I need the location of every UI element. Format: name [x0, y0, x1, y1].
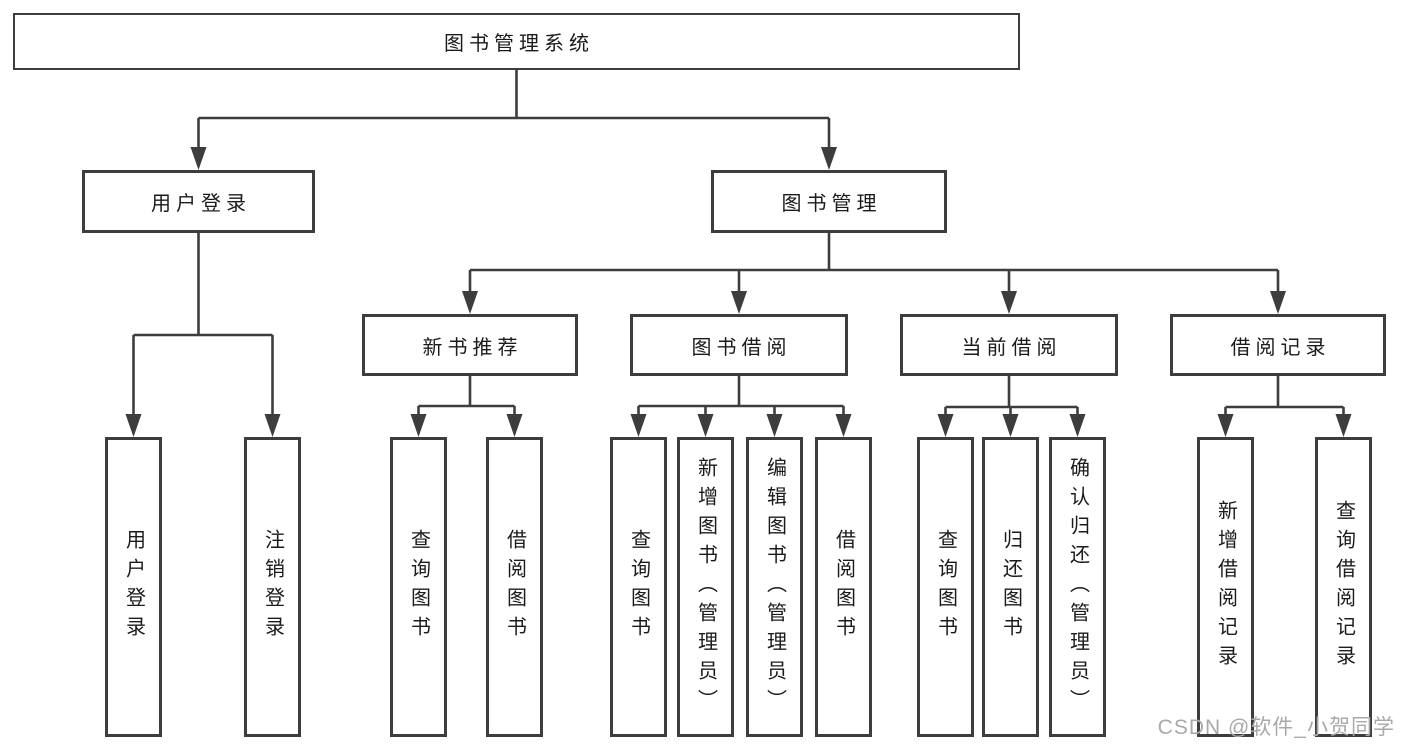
leaf-logout: 注销登录 — [244, 437, 301, 737]
node-label: 当前借阅 — [961, 336, 1062, 359]
leaf-query-books-current: 查询图书 — [917, 437, 974, 737]
csdn-watermark: CSDN @软件_小贺同学 — [1157, 716, 1395, 739]
leaf-label: 借阅图书 — [832, 529, 855, 645]
leaf-user-login: 用户登录 — [105, 437, 162, 737]
leaf-query-borrow-record: 查询借阅记录 — [1315, 437, 1372, 737]
leaf-label: 新增借阅记录 — [1214, 500, 1237, 674]
leaf-label: 新增图书（管理员） — [694, 456, 717, 718]
node-book-management-branch: 图书管理 — [711, 170, 947, 233]
node-label: 新书推荐 — [422, 336, 523, 359]
leaf-add-books-admin: 新增图书（管理员） — [677, 437, 734, 737]
leaf-confirm-return-admin: 确认归还（管理员） — [1049, 437, 1106, 737]
node-current-borrowing: 当前借阅 — [900, 314, 1118, 376]
node-label: 借阅记录 — [1230, 336, 1331, 359]
leaf-label: 归还图书 — [999, 529, 1022, 645]
leaf-label: 查询借阅记录 — [1332, 500, 1355, 674]
leaf-label: 注销登录 — [261, 529, 284, 645]
node-new-book-recommendation: 新书推荐 — [362, 314, 578, 376]
leaf-edit-books-admin: 编辑图书（管理员） — [746, 437, 803, 737]
leaf-query-books-recommend: 查询图书 — [390, 437, 447, 737]
node-book-borrowing: 图书借阅 — [630, 314, 848, 376]
node-library-management-system: 图书管理系统 — [13, 13, 1020, 70]
leaf-label: 查询图书 — [934, 529, 957, 645]
leaf-label: 编辑图书（管理员） — [763, 456, 786, 718]
arrowheads — [125, 147, 1352, 437]
leaf-query-books-borrowing: 查询图书 — [610, 437, 667, 737]
leaf-label: 查询图书 — [407, 529, 430, 645]
leaf-borrow-books-borrowing: 借阅图书 — [815, 437, 872, 737]
node-label: 用户登录 — [151, 193, 251, 215]
node-label: 图书借阅 — [691, 336, 792, 359]
leaf-label: 借阅图书 — [503, 529, 526, 645]
node-label: 图书管理 — [781, 193, 882, 215]
leaf-borrow-books-recommend: 借阅图书 — [486, 437, 543, 737]
node-borrowing-records: 借阅记录 — [1170, 314, 1386, 376]
node-label: 图书管理系统 — [444, 33, 594, 55]
node-user-login-branch: 用户登录 — [82, 170, 315, 233]
leaf-add-borrow-record: 新增借阅记录 — [1197, 437, 1254, 737]
leaf-label: 查询图书 — [627, 529, 650, 645]
leaf-return-books: 归还图书 — [982, 437, 1039, 737]
leaf-label: 用户登录 — [122, 529, 145, 645]
leaf-label: 确认归还（管理员） — [1066, 456, 1089, 718]
